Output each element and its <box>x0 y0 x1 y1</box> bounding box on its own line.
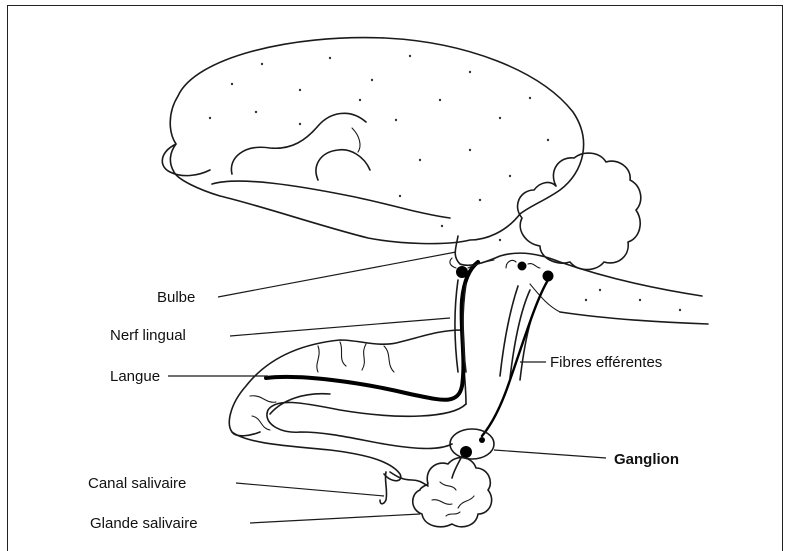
tongue-underside <box>232 432 401 481</box>
label-canal-salivaire: Canal salivaire <box>88 476 186 491</box>
cerebrum-sulcus-1 <box>231 113 366 174</box>
cerebrum-outline <box>170 38 583 244</box>
tongue-outline <box>267 402 466 448</box>
neuron-cell-1 <box>456 266 468 278</box>
cerebrum-texture <box>209 55 681 311</box>
label-glande-salivaire: Glande salivaire <box>90 516 198 531</box>
neuron-cell-3 <box>543 271 554 282</box>
label-langue: Langue <box>110 369 160 384</box>
neuron-cell-2 <box>518 262 527 271</box>
cerebrum-sulcus-4 <box>352 128 360 152</box>
label-fibres-efferentes: Fibres efférentes <box>550 355 662 370</box>
leader-nerf-lingual <box>230 318 450 336</box>
leader-glande-salivaire <box>250 514 420 523</box>
efferent-bundle-right-3 <box>520 292 542 380</box>
salivary-gland-lobes <box>432 482 474 516</box>
spinal-cord-lower-edge <box>560 312 708 324</box>
label-nerf-lingual: Nerf lingual <box>110 328 186 343</box>
cerebrum-sulcus-2 <box>316 150 370 180</box>
ganglion-outline <box>450 429 494 459</box>
brainstem-outline <box>455 236 702 296</box>
label-bulbe: Bulbe <box>157 290 195 305</box>
efferent-fibre-to-ganglion <box>482 280 548 436</box>
ganglion-cell-2 <box>479 437 485 443</box>
efferent-bundle-left-1 <box>455 280 458 372</box>
cerebellum-outline <box>518 153 641 269</box>
salivary-gland-outline <box>413 458 492 527</box>
leader-canal-salivaire <box>236 483 384 496</box>
label-ganglion: Ganglion <box>614 452 679 467</box>
leader-ganglion <box>494 450 606 458</box>
cerebrum-sulcus-3 <box>212 181 450 218</box>
leader-bulbe <box>218 252 456 297</box>
